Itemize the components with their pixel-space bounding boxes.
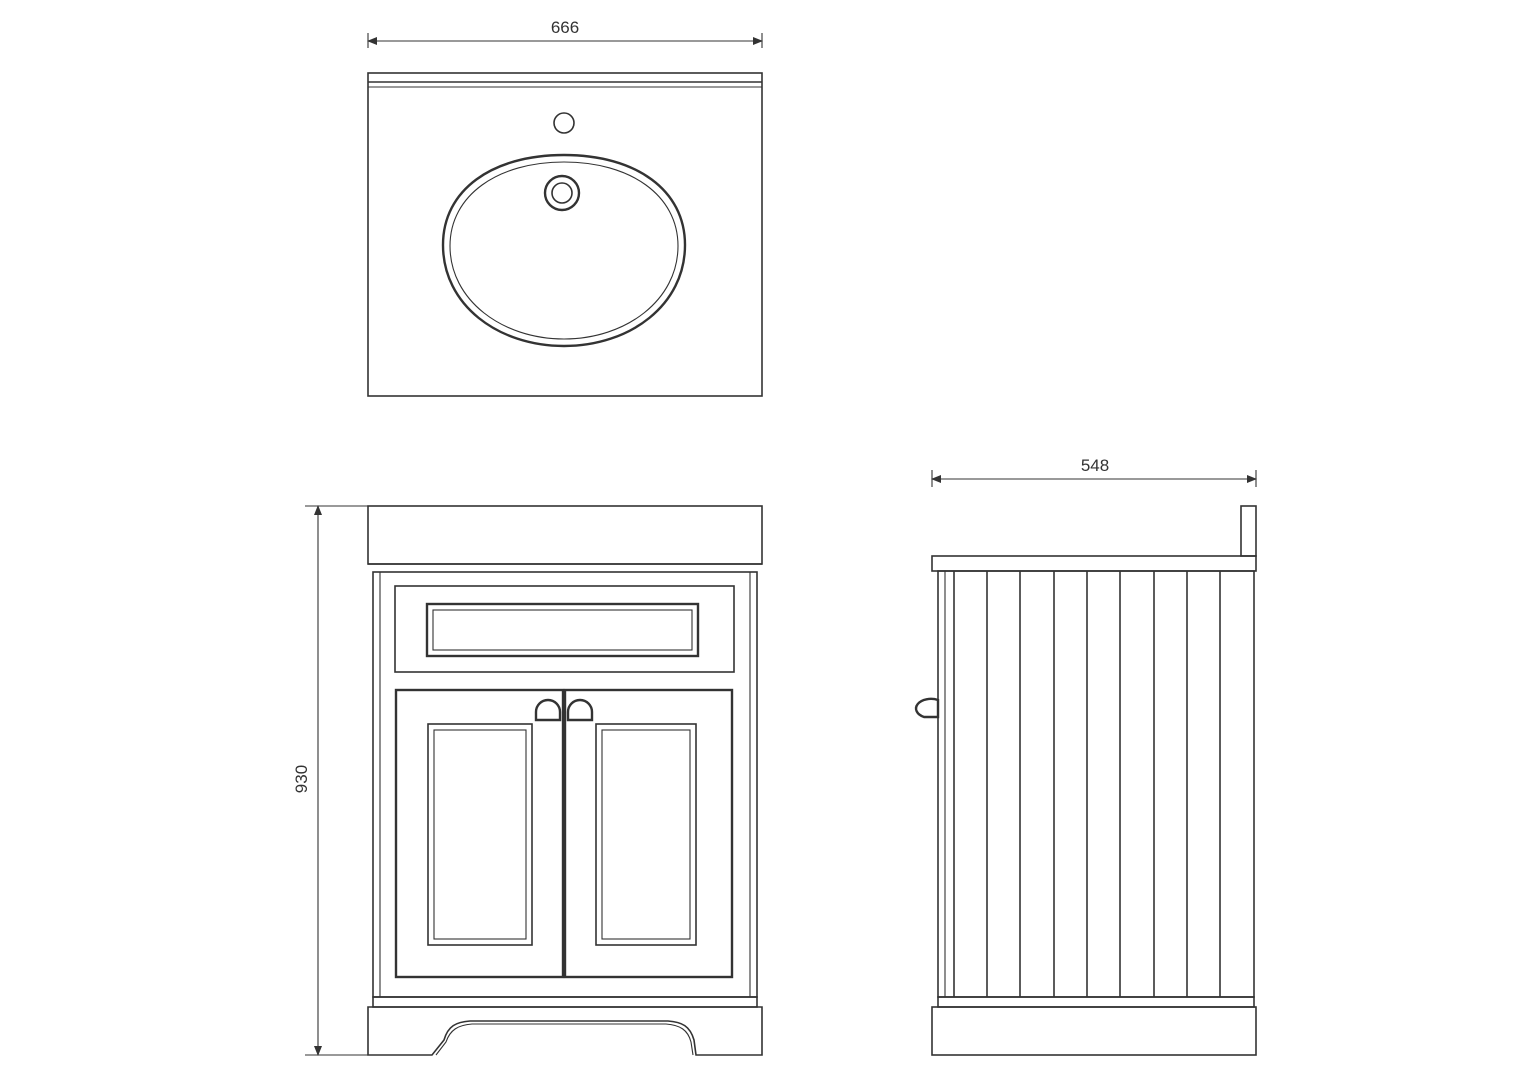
front-height-label: 930 xyxy=(292,765,311,793)
half-round-pull-icon xyxy=(566,698,594,722)
basin-plan xyxy=(441,153,687,348)
cabinet-side xyxy=(937,570,1255,998)
tongue-and-groove-panels xyxy=(953,571,1221,997)
drain-inner-icon xyxy=(551,182,573,204)
plinth-front xyxy=(367,996,763,1056)
top-width-dimension: 666 xyxy=(367,18,763,48)
side-elevation: 548 xyxy=(914,456,1257,1056)
plan-view: 666 xyxy=(367,18,763,397)
side-depth-dimension: 548 xyxy=(931,456,1257,487)
half-round-pull-icon xyxy=(914,697,940,719)
upstand xyxy=(1240,505,1257,557)
plinth-side xyxy=(931,1006,1257,1056)
half-round-pull-icon xyxy=(534,698,562,722)
plinth-side-top xyxy=(937,996,1255,1008)
side-depth-label: 548 xyxy=(1081,456,1109,475)
countertop-side xyxy=(931,555,1257,572)
front-height-dimension: 930 xyxy=(292,505,368,1056)
countertop-front xyxy=(367,505,763,565)
drawer-front xyxy=(394,585,735,673)
drain-outer-icon xyxy=(543,174,581,212)
top-width-label: 666 xyxy=(551,18,579,37)
left-door xyxy=(394,688,565,979)
tap-hole-icon xyxy=(553,112,575,134)
front-elevation: 930 xyxy=(292,505,763,1056)
countertop-plan xyxy=(367,72,763,397)
right-door xyxy=(563,688,734,979)
